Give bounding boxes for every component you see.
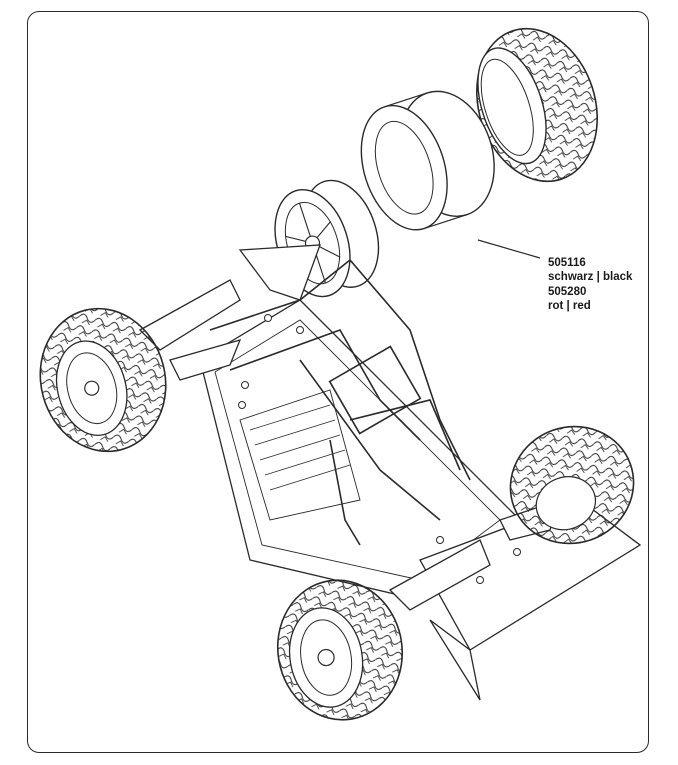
- color-label-black: schwarz | black: [548, 271, 633, 284]
- callout-leader-line: [477, 239, 541, 259]
- rear-left-wheel: [276, 579, 404, 721]
- diagram-frame: [27, 11, 649, 753]
- front-left-wheel: [39, 307, 167, 453]
- color-label-red: rot | red: [548, 299, 591, 312]
- exploded-tire: [476, 27, 598, 183]
- chassis-screws: [238, 314, 521, 584]
- foam-insert: [360, 90, 495, 231]
- part-number-callout: 505116 schwarz | black 505280 rot | red: [548, 256, 632, 313]
- part-number-black: 505116: [548, 257, 586, 269]
- roll-cage: [209, 258, 471, 546]
- rear-right-wheel: [509, 425, 635, 545]
- part-number-red: 505280: [548, 285, 587, 298]
